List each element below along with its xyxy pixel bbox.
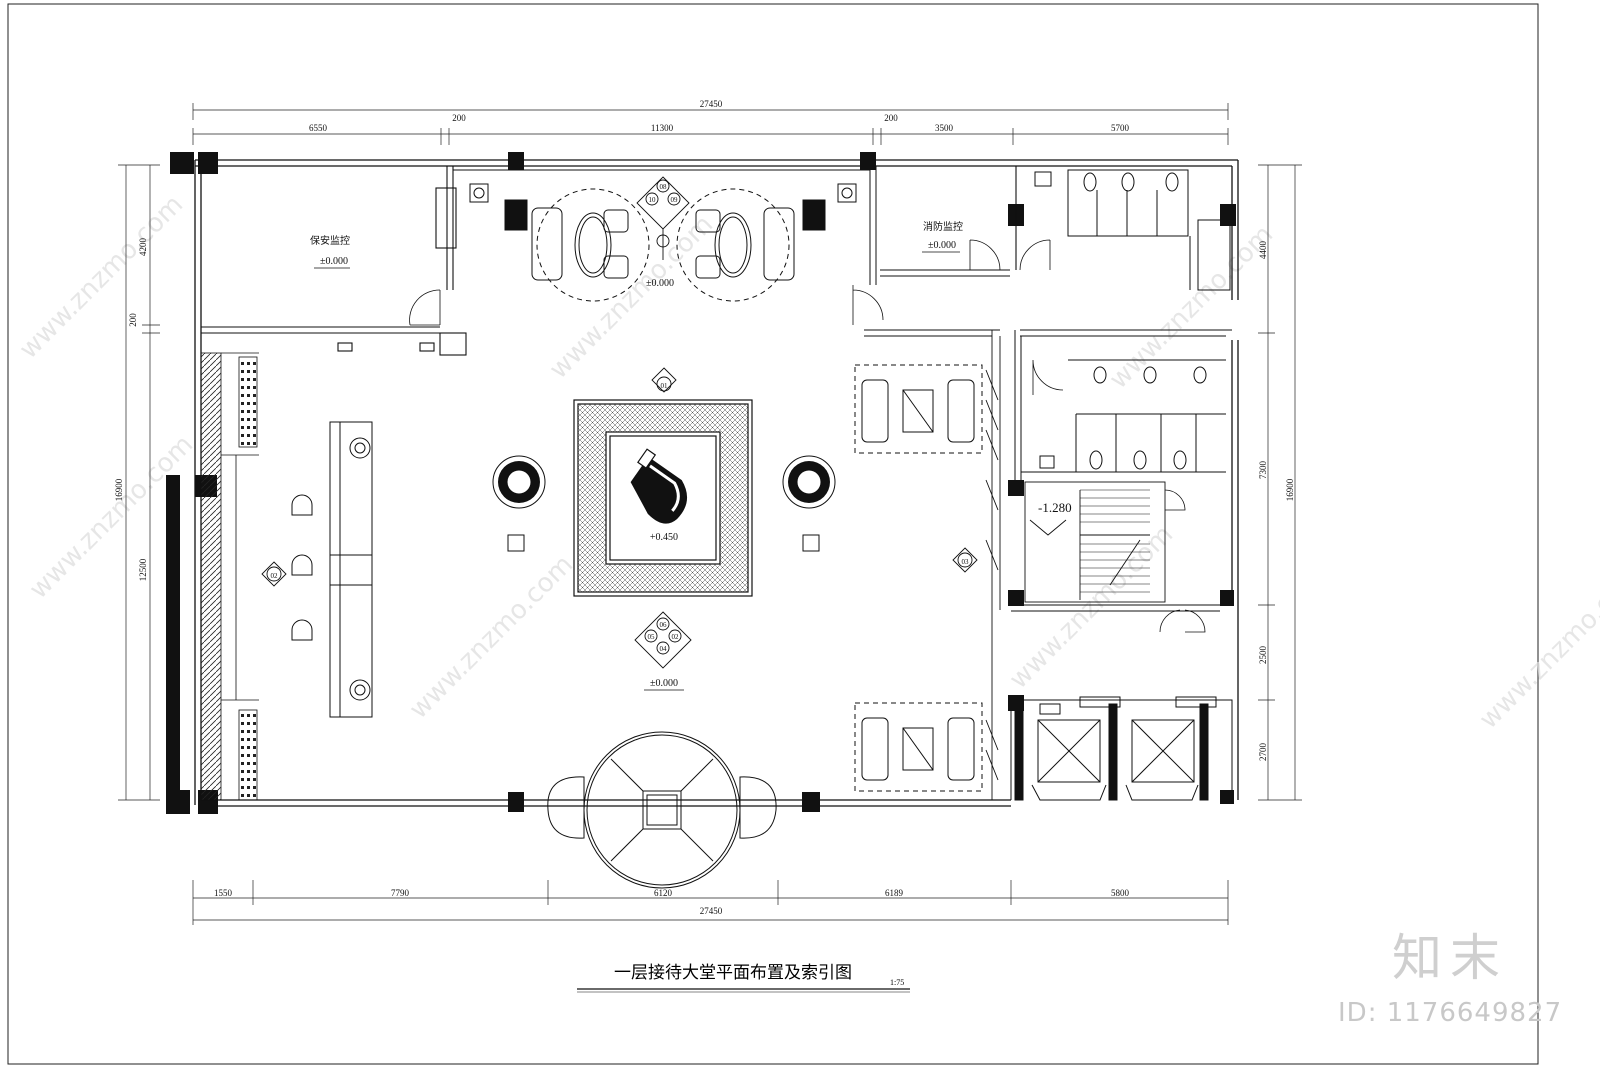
index-tag-south-3: 02 [672,633,680,641]
dim-right-1: 4400 [1258,241,1268,260]
index-tag-south-1: 06 [660,621,668,629]
fire-room [880,166,1051,277]
index-tag-wall: 03 [962,558,970,566]
dim-right-3: 2500 [1258,646,1268,665]
index-tag-top-3: 09 [671,196,679,204]
east-partition [864,329,1001,800]
feature-wall-lines [221,352,259,801]
svg-text:www.znzmo.com: www.znzmo.com [1104,220,1279,395]
level-entry: ±0.000 [650,678,678,689]
display-panel-bottom [238,709,258,801]
svg-text:www.znzmo.com: www.znzmo.com [1004,520,1179,695]
dim-right-total: 16900 [1285,478,1295,501]
north-lounge [453,166,884,325]
dim-top-2: 200 [452,113,466,123]
left-dimensions [118,164,160,801]
room-label-fire: 消防监控 [923,220,963,233]
dim-left-total: 16900 [114,478,124,501]
dim-left-2: 200 [128,313,138,327]
dim-top-1: 6550 [309,123,328,133]
dim-right-2: 7300 [1258,461,1268,480]
dim-bottom-3: 6120 [654,888,673,898]
east-lounge-sets [854,364,983,792]
central-platform [573,399,753,597]
elevators [1010,696,1233,801]
level-lounge: ±0.000 [646,278,674,289]
lobby-planters [492,455,836,552]
level-security: ±0.000 [320,256,348,267]
svg-text:www.znzmo.com: www.znzmo.com [404,550,579,725]
bottom-dimensions [192,880,1229,925]
level-stair: -1.280 [1038,500,1072,515]
dim-bottom-5: 5800 [1111,888,1130,898]
index-symbols [261,176,978,669]
drawing-title: 一层接待大堂平面布置及索引图 [614,963,852,982]
security-room [201,166,467,356]
dim-top-total: 27450 [700,99,723,109]
dim-bottom-4: 6189 [885,888,904,898]
watermark-id: ID: 1176649827 [1338,998,1563,1028]
dim-top-3: 11300 [651,123,674,133]
stairwell [1011,481,1220,633]
dim-top-4: 200 [884,113,898,123]
dim-top-6: 5700 [1111,123,1130,133]
dim-left-1: 4200 [138,238,148,257]
top-dimensions [192,103,1229,145]
display-panel-top [238,356,258,448]
dim-bottom-1: 1550 [214,888,233,898]
dim-top-5: 3500 [935,123,954,133]
watermark-brand: 知末 [1392,929,1508,987]
index-tag-south-4: 04 [660,645,668,653]
restroom-block [1014,169,1232,480]
index-tag-top-2: 10 [649,196,657,204]
svg-text:www.znzmo.com: www.znzmo.com [544,210,719,385]
svg-text:www.znzmo.com: www.znzmo.com [14,190,189,365]
svg-text:www.znzmo.com: www.znzmo.com [1474,560,1600,735]
dim-bottom-total: 27450 [700,906,723,916]
dim-bottom-2: 7790 [391,888,410,898]
level-fire: ±0.000 [928,240,956,251]
right-dimensions [1258,164,1302,801]
room-label-security: 保安监控 [310,234,350,247]
drawing-scale: 1:75 [890,978,904,987]
level-center: +0.450 [650,532,678,543]
piano-icon [630,448,687,524]
index-tag-south-2: 05 [648,633,656,641]
dim-left-3: 12500 [138,558,148,581]
structural-columns [166,152,1236,814]
dim-right-4: 2700 [1258,743,1268,762]
revolving-door [547,731,777,889]
sheet-border [7,3,1539,1065]
feature-wall-hatch [200,352,222,801]
index-tag-north: 01 [661,382,669,390]
index-tag-desk: 02 [271,572,279,580]
reception-desk [291,421,373,718]
index-tag-top-1: 08 [660,183,668,191]
